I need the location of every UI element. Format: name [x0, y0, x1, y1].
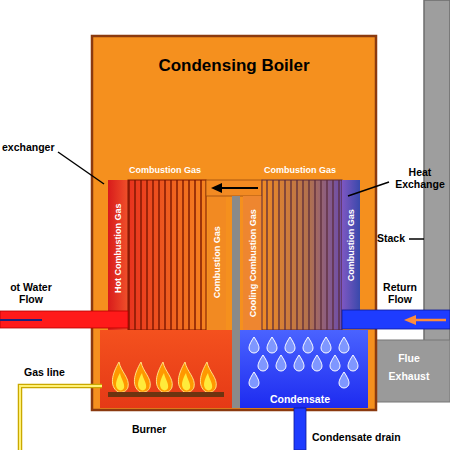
boiler-box: Condensing Boiler: [92, 36, 376, 410]
heat-exchanger-fins: [262, 180, 342, 330]
flow-arrow-head: [211, 183, 222, 193]
part-label: Heat Exchange: [391, 166, 449, 190]
flue-box: FlueExhaust: [368, 340, 450, 402]
return-arrow: [414, 319, 446, 322]
droplets: [249, 337, 358, 388]
droplet: [249, 337, 259, 353]
condensate-chamber: [240, 330, 368, 408]
diagram-title: Condensing Boiler: [158, 56, 309, 76]
leader-line: [58, 152, 104, 184]
flow-label: Hot Combustion Gas: [113, 203, 123, 293]
burner-bar: [108, 392, 224, 397]
flame: [178, 362, 194, 392]
part-label: exchanger: [2, 141, 55, 153]
return-arrow-head: [404, 315, 416, 325]
heat-exchanger-right: [262, 180, 342, 330]
flame: [112, 362, 128, 392]
burner-chamber: [100, 330, 232, 408]
divider-wall: [232, 196, 240, 408]
droplet: [276, 355, 286, 371]
droplet: [348, 355, 358, 371]
flame: [156, 362, 172, 392]
flow-arrow: [220, 187, 258, 189]
droplet: [339, 337, 349, 353]
return-pipe: [342, 310, 450, 329]
droplet: [267, 337, 277, 353]
boiler-housing: [92, 36, 376, 410]
droplet: [312, 355, 322, 371]
hot-gas-band: [108, 180, 128, 330]
gas-band: [208, 196, 226, 330]
pipe-label: ot Water Flow: [0, 281, 62, 305]
heat-exchanger-left: [128, 180, 206, 330]
flow-line: [0, 319, 42, 321]
flame: [200, 362, 216, 392]
cooling-gas-band: [243, 196, 262, 330]
flow-label: Combustion Gas: [264, 165, 336, 175]
pipe-label: Condensate drain: [312, 431, 401, 443]
duct-label: Exhaust: [389, 370, 430, 382]
droplet: [258, 355, 268, 371]
pipe-label: Gas line: [24, 366, 65, 378]
condensate-drain-pipe: [294, 408, 306, 450]
pipe-label: Return Flow: [377, 281, 423, 305]
droplet: [294, 355, 304, 371]
duct-label: Flue: [398, 352, 420, 364]
gas-band: [342, 180, 360, 310]
droplet: [321, 337, 331, 353]
gas-pipe: [20, 386, 102, 450]
part-label: Burner: [132, 423, 166, 435]
droplet: [285, 337, 295, 353]
gas-pipe: [20, 386, 102, 450]
part-label: Stack: [377, 232, 405, 244]
leader-line: [348, 182, 389, 196]
droplet: [339, 372, 349, 388]
droplet: [249, 372, 259, 388]
droplet: [303, 337, 313, 353]
heat-exchanger-fins: [128, 180, 206, 330]
gas-duct: [206, 180, 262, 196]
flue-duct: [368, 340, 450, 402]
part-label: Condensate: [270, 393, 330, 405]
leader-line: [409, 238, 424, 240]
hot-water-pipe: [0, 311, 128, 328]
flow-label: Combustion Gas: [129, 165, 201, 175]
droplet: [330, 355, 340, 371]
flow-label: Combustion Gas: [212, 226, 222, 298]
flow-label: Combustion Gas: [346, 209, 356, 281]
flame: [134, 362, 150, 392]
flow-label: Cooling Combustion Gas: [248, 209, 258, 317]
flames: [112, 362, 216, 392]
